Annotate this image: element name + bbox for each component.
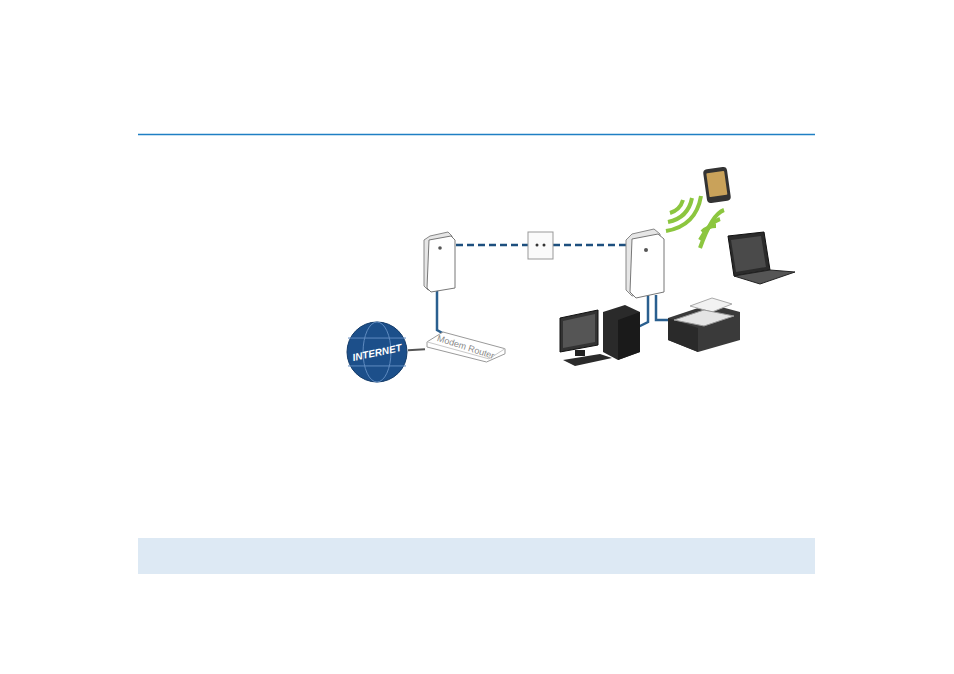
smartphone	[703, 166, 731, 203]
wifi-signal	[666, 196, 724, 248]
lan-cable	[408, 348, 425, 351]
note-band	[138, 538, 815, 574]
powerline	[456, 244, 528, 247]
wall-socket	[528, 232, 553, 259]
internet-globe: INTERNET	[346, 321, 408, 383]
powerline	[553, 244, 627, 247]
laptop	[728, 232, 795, 284]
powerline-adapter	[424, 232, 455, 292]
powerline-wifi-adapter	[626, 229, 664, 298]
lan-cable	[656, 295, 672, 320]
modem-router: Modem Router	[425, 330, 507, 364]
header-rule	[138, 134, 815, 136]
printer	[668, 298, 740, 352]
desktop-computer	[560, 305, 640, 366]
